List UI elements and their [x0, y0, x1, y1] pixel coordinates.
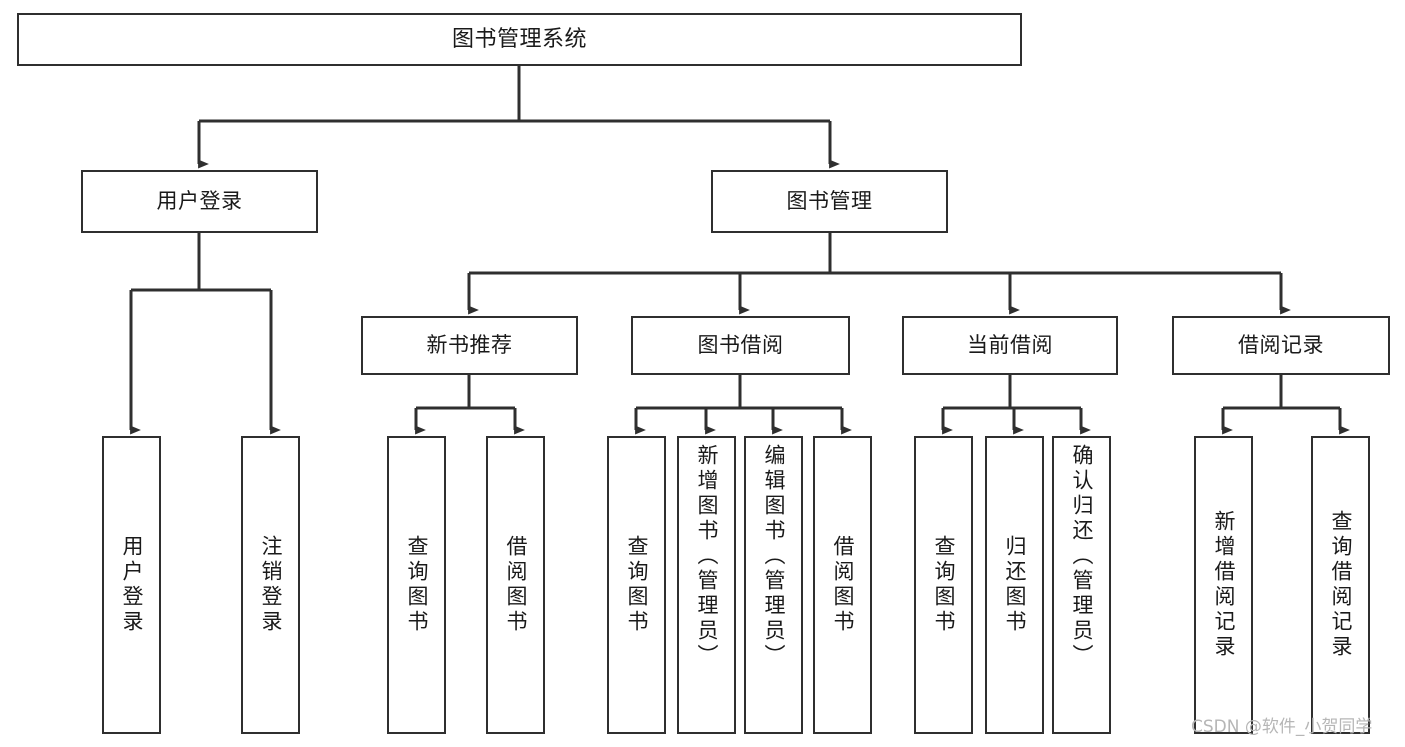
leaf-borrow-book-recommend[interactable]: 借阅图书	[486, 436, 545, 734]
node-label: 借阅图书	[831, 535, 855, 635]
node-label: 借阅记录	[1238, 333, 1324, 358]
node-book-manage[interactable]: 图书管理	[711, 170, 948, 233]
leaf-user-logout[interactable]: 注销登录	[241, 436, 300, 734]
leaf-add-book[interactable]: 新增图书（管理员）	[677, 436, 736, 734]
node-label: 注销登录	[259, 535, 283, 635]
leaf-return-book[interactable]: 归还图书	[985, 436, 1044, 734]
node-label: 编辑图书（管理员）	[762, 444, 786, 669]
leaf-add-borrow-record[interactable]: 新增借阅记录	[1194, 436, 1253, 734]
node-label: 用户登录	[120, 535, 144, 635]
node-label: 新书推荐	[426, 333, 513, 358]
node-root-book-management-system[interactable]: 图书管理系统	[17, 13, 1022, 66]
node-label: 图书借阅	[697, 333, 784, 358]
node-label: 图书管理系统	[451, 26, 587, 52]
leaf-borrow-book[interactable]: 借阅图书	[813, 436, 872, 734]
node-label: 当前借阅	[967, 333, 1053, 358]
leaf-query-book-borrow[interactable]: 查询图书	[607, 436, 666, 734]
node-current-borrow[interactable]: 当前借阅	[902, 316, 1118, 375]
leaf-edit-book[interactable]: 编辑图书（管理员）	[744, 436, 803, 734]
node-user-login[interactable]: 用户登录	[81, 170, 318, 233]
node-label: 图书管理	[786, 189, 873, 214]
node-new-book-recommend[interactable]: 新书推荐	[361, 316, 578, 375]
node-label: 新增借阅记录	[1212, 510, 1236, 660]
leaf-query-book-current[interactable]: 查询图书	[914, 436, 973, 734]
node-label: 借阅图书	[504, 535, 528, 635]
node-label: 归还图书	[1003, 535, 1027, 635]
node-label: 新增图书（管理员）	[695, 444, 719, 669]
leaf-user-login[interactable]: 用户登录	[102, 436, 161, 734]
csdn-watermark: CSDN @软件_小贺同学	[1191, 717, 1373, 737]
node-label: 查询图书	[405, 535, 429, 635]
node-label: 查询图书	[932, 535, 956, 635]
leaf-confirm-return[interactable]: 确认归还（管理员）	[1052, 436, 1111, 734]
node-label: 用户登录	[156, 189, 243, 214]
leaf-query-borrow-record[interactable]: 查询借阅记录	[1311, 436, 1370, 734]
node-label: 查询图书	[625, 535, 649, 635]
leaf-query-book-recommend[interactable]: 查询图书	[387, 436, 446, 734]
node-borrow-record[interactable]: 借阅记录	[1172, 316, 1390, 375]
node-label: 查询借阅记录	[1329, 510, 1353, 660]
node-label: 确认归还（管理员）	[1070, 444, 1094, 669]
node-book-borrow[interactable]: 图书借阅	[631, 316, 850, 375]
